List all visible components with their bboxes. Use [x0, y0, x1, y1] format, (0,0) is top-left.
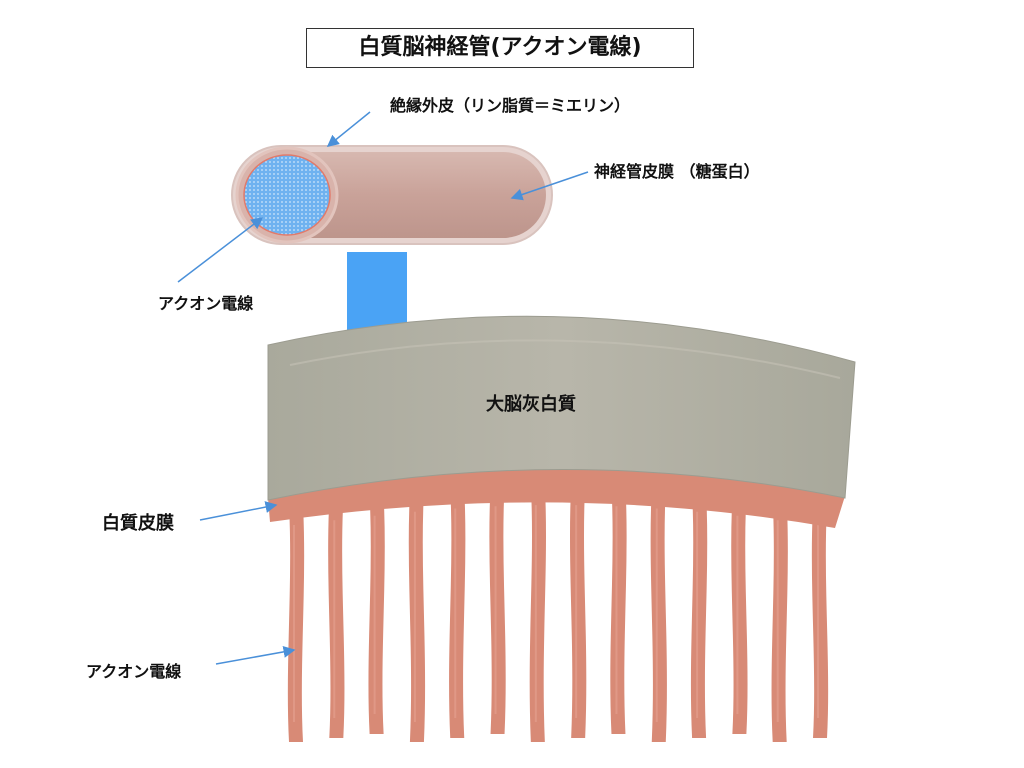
axon-fiber — [287, 505, 305, 742]
axon-fiber — [690, 491, 708, 738]
diagram-title: 白質脳神経管(アクオン電線) — [358, 35, 642, 60]
axon-fiber — [449, 488, 466, 738]
label-myelin-sheath: 絶縁外皮（リン脂質＝ミエリン） — [390, 96, 631, 115]
axon-fiber — [731, 495, 748, 734]
label-gray-matter: 大脳灰白質 — [486, 394, 576, 415]
pointer-membrane — [510, 171, 589, 201]
axon-fiber — [529, 485, 547, 742]
axon-core — [243, 154, 331, 236]
axon-fiber — [771, 500, 788, 742]
pointer-axon-bottom — [215, 645, 296, 665]
gray-matter-highlight — [289, 339, 841, 379]
pointer-white-matter — [199, 501, 278, 521]
gray-matter-slab — [267, 315, 856, 501]
axon-fiber — [811, 505, 829, 738]
axon-fiber — [408, 491, 426, 742]
axon-fiber — [489, 486, 506, 734]
pointer-myelin — [326, 111, 371, 147]
axon-fiber — [610, 486, 627, 734]
neural-tube — [231, 145, 553, 245]
axon-fiber — [328, 500, 345, 738]
white-matter-membrane-band — [268, 463, 845, 528]
label-neural-tube-membrane: 神経管皮膜 （糖蛋白） — [594, 162, 760, 181]
axon-fibers — [287, 485, 829, 742]
axon-fiber — [569, 485, 587, 738]
label-axon-bottom: アクオン電線 — [86, 662, 182, 681]
label-axon-top: アクオン電線 — [158, 294, 254, 313]
axon-fiber — [650, 488, 667, 742]
label-white-matter-membrane: 白質皮膜 — [102, 513, 174, 534]
pointer-lines — [177, 111, 589, 665]
pointer-axon-top — [177, 217, 264, 283]
title-box — [306, 28, 694, 68]
axon-fiber — [368, 495, 385, 734]
